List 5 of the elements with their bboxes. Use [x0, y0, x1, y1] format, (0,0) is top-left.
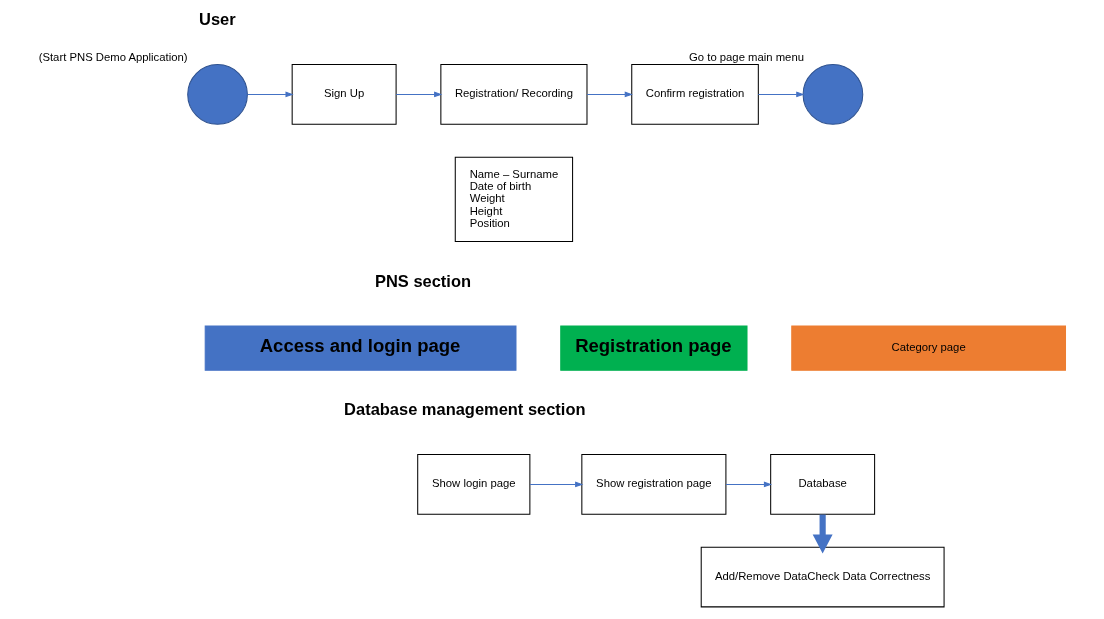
node-label: (Start PNS Demo Application): [38, 50, 188, 63]
node-label: Go to page main menu: [689, 50, 804, 63]
label: User: [199, 9, 236, 28]
label: Database management section: [344, 399, 586, 418]
label: PNS section: [375, 271, 472, 290]
